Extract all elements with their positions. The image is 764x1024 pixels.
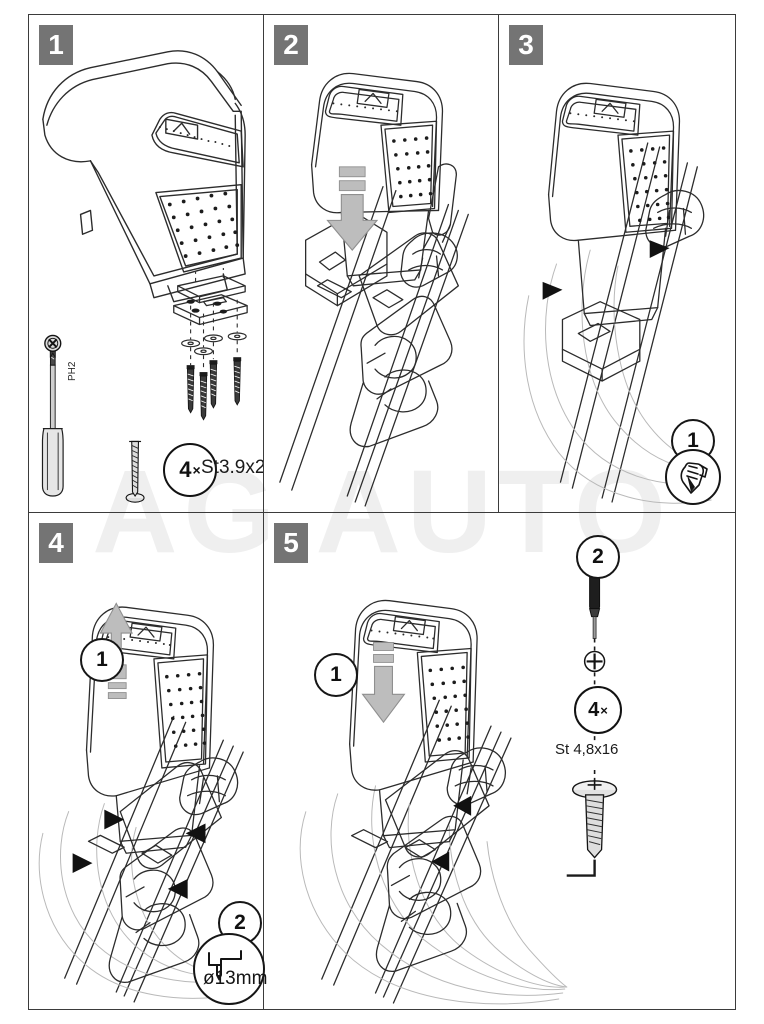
panel-4: 4 <box>28 512 264 1010</box>
panel-1-quantity-value: 4 <box>179 457 192 482</box>
panel-1-illustration <box>41 50 248 503</box>
panel-3-number: 3 <box>509 25 543 65</box>
panel-5: 5 <box>263 512 736 1010</box>
down-arrow-gray-icon <box>361 642 406 724</box>
panel-1-quantity-badge: 4 × <box>163 443 217 497</box>
panel-5-illustration <box>299 574 618 1005</box>
screwdriver-icon <box>588 574 601 639</box>
panel-2-illustration <box>279 72 469 507</box>
panel-5-number: 5 <box>274 523 308 563</box>
panel-5-step-ref2-badge: 2 <box>576 535 620 579</box>
panel-1-number: 1 <box>39 25 73 65</box>
panel-2-number: 2 <box>274 25 308 65</box>
panel-2: 2 <box>263 14 499 513</box>
phillips-head-icon <box>583 650 606 673</box>
panel-4-illustration <box>38 602 244 1003</box>
hand-pull-icon <box>680 462 708 494</box>
panel-5-step-ref-badge: 1 <box>314 653 358 697</box>
black-pointer-arrow-icon <box>431 795 472 872</box>
panel-5-quantity-multiplier: × <box>600 702 608 718</box>
panel-4-number: 4 <box>39 523 73 563</box>
panel-1-screw-spec: St3.9x25 <box>201 457 263 478</box>
black-pointer-arrow-icon <box>542 240 670 300</box>
hand-pull-icon-circle <box>665 449 721 505</box>
panel-3: 3 <box>498 14 736 513</box>
pan-head-screw-icon <box>571 779 618 859</box>
down-arrow-gray-icon <box>326 166 379 251</box>
panel-1-quantity-multiplier: × <box>192 462 201 478</box>
panel-5-quantity-value: 4 <box>588 699 600 721</box>
black-pointer-arrow-icon <box>72 809 206 899</box>
bit-size-label: PH2 <box>67 361 78 381</box>
panel-5-screw-spec: St 4,8x16 <box>555 741 619 758</box>
panel-5-quantity-badge: 4 × <box>574 686 622 734</box>
panel-grid: 1 <box>28 14 736 1010</box>
panel-1: 1 <box>28 14 264 513</box>
